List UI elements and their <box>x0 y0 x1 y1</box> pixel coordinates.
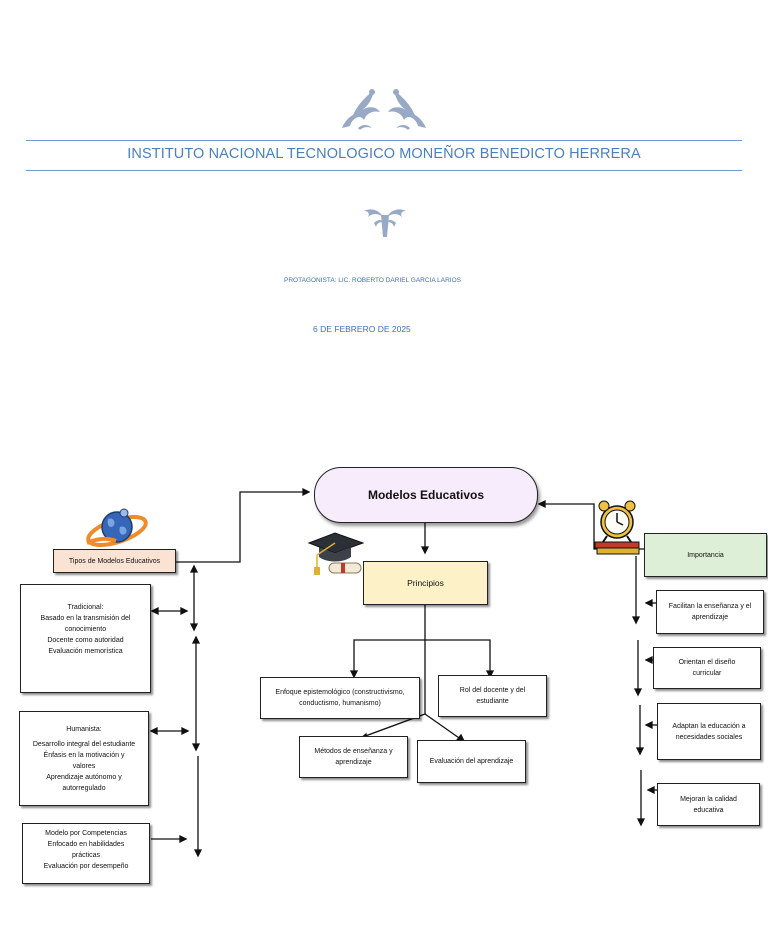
principle-box-methods: Métodos de enseñanza y aprendizaje <box>299 736 408 778</box>
type-box-competencies: Modelo por Competencias Enfocado en habi… <box>22 823 150 884</box>
principle-line: Enfoque epistemológico (constructivismo, <box>275 689 405 696</box>
principles-label-box: Principios <box>363 561 488 605</box>
type-box-traditional: Tradicional: Basado en la transmisión de… <box>20 584 151 693</box>
principle-box-evaluation: Evaluación del aprendizaje <box>417 740 526 783</box>
type-line: Evaluación memorística <box>48 648 123 655</box>
type-line: Énfasis en la motivación y <box>43 751 125 759</box>
importance-line: Adaptan la educación a <box>672 722 746 730</box>
importance-line: educativa <box>693 806 724 814</box>
importance-box-social: Adaptan la educación a necesidades socia… <box>657 703 761 760</box>
type-line: Enfocado en habilidades <box>47 841 125 848</box>
importance-line: aprendizaje <box>691 614 729 621</box>
importance-label-box: Importancia <box>644 533 767 577</box>
institution-title: INSTITUTO NACIONAL TECNOLOGICO MONEÑOR B… <box>127 146 641 162</box>
principle-line: Rol del docente y del <box>459 687 526 694</box>
type-line: prácticas <box>71 852 100 859</box>
importance-box-quality: Mejoran la calidad educativa <box>657 783 760 826</box>
type-line: Docente como autoridad <box>47 637 124 644</box>
central-node: Modelos Educativos <box>314 467 538 523</box>
globe-icon <box>86 508 148 547</box>
principle-line: Métodos de enseñanza y <box>314 748 393 755</box>
importance-line: curricular <box>692 670 722 677</box>
type-line: Desarrollo integral del estudiante <box>32 740 136 748</box>
graduation-cap-icon <box>307 532 365 575</box>
principle-line: conductismo, humanismo) <box>299 700 381 707</box>
flourish-ornament-icon <box>342 89 426 130</box>
importance-line: necesidades sociales <box>675 733 743 741</box>
importance-line: Mejoran la calidad <box>680 795 737 803</box>
type-line: Tradicional: <box>67 604 104 611</box>
type-line: conocimiento <box>64 626 107 633</box>
principle-line: Evaluación del aprendizaje <box>429 758 514 765</box>
type-line: valores <box>72 762 96 770</box>
alarm-clock-icon <box>594 500 640 555</box>
principle-box-epistemology: Enfoque epistemológico (constructivismo,… <box>260 677 420 719</box>
importance-box-curriculum: Orientan el diseño curricular <box>653 647 761 689</box>
header-rule-bottom <box>26 170 742 171</box>
principle-box-roles: Rol del docente y del estudiante <box>438 675 547 717</box>
type-line: Basado en la transmisión del <box>40 615 131 622</box>
importance-line: Orientan el diseño <box>678 659 736 666</box>
types-label-box: Tipos de Modelos Educativos <box>53 549 176 573</box>
type-line: Modelo por Competencias <box>45 830 127 837</box>
type-line: Evaluación por desempeño <box>43 863 129 870</box>
principle-line: estudiante <box>476 698 509 705</box>
header-rule-top <box>26 140 742 141</box>
type-box-humanist: Humanista: Desarrollo integral del estud… <box>19 711 149 806</box>
importance-box-teaching: Facilitan la enseñanza y el aprendizaje <box>656 590 764 634</box>
importance-line: Facilitan la enseñanza y el <box>668 603 752 610</box>
principle-line: aprendizaje <box>335 759 372 766</box>
type-line: Aprendizaje autónomo y <box>46 773 122 781</box>
type-line: Humanista: <box>66 725 102 733</box>
type-line: autorregulado <box>62 784 106 792</box>
small-flourish-icon <box>364 209 406 237</box>
document-date: 6 DE FEBRERO DE 2025 <box>313 324 411 334</box>
protagonist-line: PROTAGONISTA: LIC. ROBERTO DARIEL GARCIA… <box>284 277 461 284</box>
